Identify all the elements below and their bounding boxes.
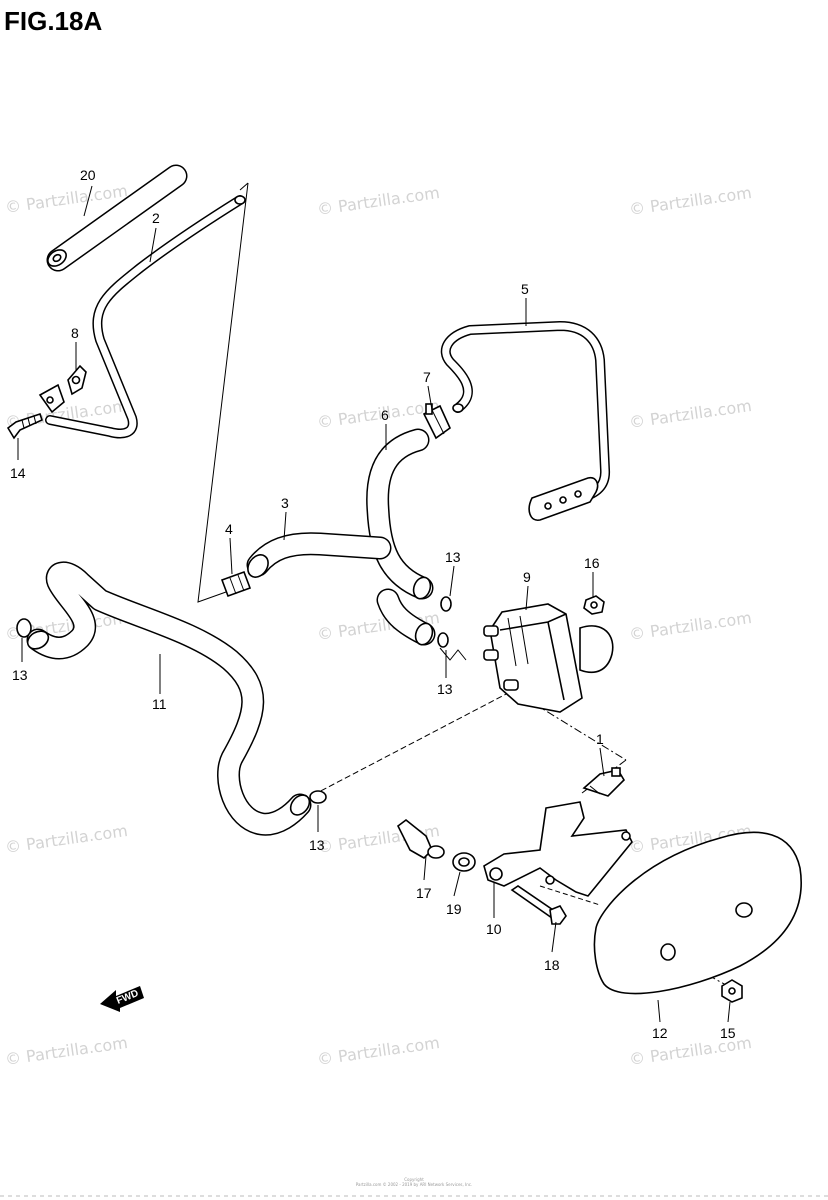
part-13-clamps bbox=[16, 596, 452, 804]
part-1-sensor bbox=[582, 767, 626, 797]
watermark: © Partzilla.com bbox=[628, 608, 753, 644]
part-8-gasket bbox=[67, 364, 87, 396]
callout-20: 20 bbox=[80, 167, 96, 183]
part-2-pipe bbox=[38, 195, 246, 439]
callout-6: 6 bbox=[381, 407, 389, 423]
fwd-arrow-icon: FWD bbox=[100, 986, 144, 1012]
callout-13: 13 bbox=[445, 549, 461, 565]
callout-13: 13 bbox=[12, 667, 28, 683]
callout-13: 13 bbox=[437, 681, 453, 697]
callout-10: 10 bbox=[486, 921, 502, 937]
footer: Copyright Partzilla.com © 2002 - 2019 by… bbox=[0, 1177, 828, 1197]
footer-line1: Copyright bbox=[404, 1177, 424, 1182]
assembly-line bbox=[539, 885, 601, 906]
assembly-line bbox=[239, 182, 249, 191]
part-16-nut bbox=[583, 595, 605, 615]
callout-14: 14 bbox=[10, 465, 26, 481]
part-6-hose bbox=[366, 428, 436, 646]
callout-9: 9 bbox=[523, 569, 531, 585]
part-5-pipe bbox=[440, 321, 611, 521]
watermark: © Partzilla.com bbox=[4, 1033, 129, 1069]
callout-19: 19 bbox=[446, 901, 462, 917]
figure-title: FIG.18A bbox=[4, 6, 102, 36]
watermark: © Partzilla.com bbox=[316, 183, 441, 219]
part-19-grommet bbox=[452, 852, 476, 872]
part-3-hose bbox=[246, 532, 392, 578]
callout-7: 7 bbox=[423, 369, 431, 385]
callout-18: 18 bbox=[544, 957, 560, 973]
callout-5: 5 bbox=[521, 281, 529, 297]
part-14-bolt bbox=[6, 412, 43, 440]
watermark: © Partzilla.com bbox=[628, 183, 753, 219]
part-18-bolt bbox=[510, 885, 567, 925]
callout-13: 13 bbox=[309, 837, 325, 853]
callout-17: 17 bbox=[416, 885, 432, 901]
watermark: © Partzilla.com bbox=[628, 396, 753, 432]
assembly-line bbox=[312, 691, 511, 796]
part-15-nut bbox=[721, 979, 743, 1003]
callout-labels: 20 2 8 14 5 7 6 3 4 13 9 16 13 13 11 13 … bbox=[10, 167, 736, 1041]
assembly-line bbox=[197, 182, 249, 603]
watermark: © Partzilla.com bbox=[316, 396, 441, 432]
part-12-cover bbox=[593, 831, 802, 995]
callout-1: 1 bbox=[596, 731, 604, 747]
callout-15: 15 bbox=[720, 1025, 736, 1041]
footer-line2: Partzilla.com © 2002 - 2019 by ARI Netwo… bbox=[356, 1182, 472, 1187]
part-17-collar bbox=[396, 818, 445, 859]
callout-8: 8 bbox=[71, 325, 79, 341]
callout-11: 11 bbox=[152, 696, 167, 712]
watermark: © Partzilla.com bbox=[4, 821, 129, 857]
part-11-hose bbox=[26, 561, 312, 836]
part-9-valve bbox=[483, 603, 614, 713]
part-10-bracket bbox=[483, 801, 633, 897]
callout-4: 4 bbox=[225, 521, 233, 537]
callout-3: 3 bbox=[281, 495, 289, 511]
part-20-hose bbox=[46, 164, 188, 272]
assembly-line bbox=[439, 647, 467, 661]
callout-12: 12 bbox=[652, 1025, 668, 1041]
part-7-clamp bbox=[422, 403, 452, 440]
callout-16: 16 bbox=[584, 555, 600, 571]
callout-2: 2 bbox=[152, 210, 160, 226]
leader-lines bbox=[17, 185, 731, 1023]
watermark: © Partzilla.com bbox=[316, 1033, 441, 1069]
part-4-clamp bbox=[220, 570, 252, 598]
